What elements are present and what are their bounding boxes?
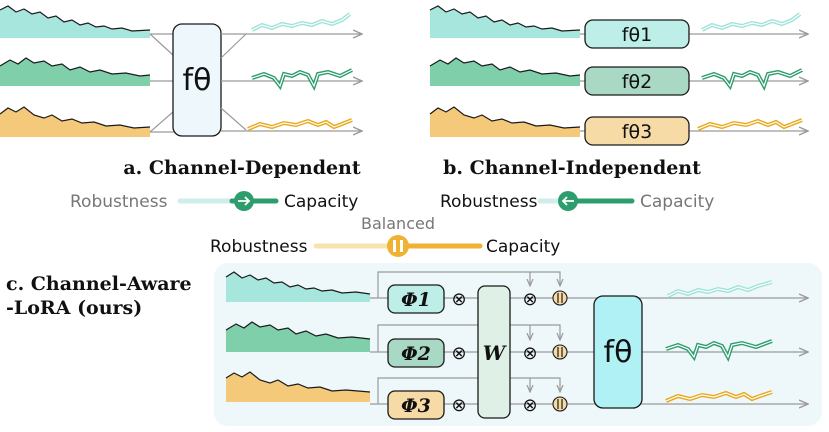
otimes-3a: ⊗ [451,395,466,416]
arrow-left-icon [561,196,574,206]
slider-a-left-label: Robustness [70,192,168,212]
phi-box-1 [387,284,445,314]
phi-label-2: Φ2 [401,343,431,365]
merge-icon [552,290,568,306]
input-channel-3 [225,371,371,402]
otimes-1a: ⊗ [451,289,466,310]
slider-c-left-label: Robustness [210,237,308,257]
phi-label-3: Φ3 [401,395,431,417]
phi-box-3 [387,390,445,420]
panel-c-background [214,263,822,426]
panel-b: fθ1 fθ2 fθ3 b. Channel-Independent [429,5,808,179]
slider-c-top-label: Balanced [361,214,435,233]
forecast-1 [701,12,802,32]
input-channel-2 [0,57,178,86]
input-channel-2 [225,321,371,352]
input-channel-1 [429,5,581,38]
panel-b-title: b. Channel-Independent [443,157,701,179]
panel-a: fθ a. Channel-Dependent [0,5,362,179]
otimes-2a: ⊗ [451,343,466,364]
slider-b[interactable]: Robustness Capacity [440,191,714,212]
model-box-2 [584,66,690,96]
merge-icon [552,396,568,412]
phi-box-2 [387,338,445,368]
input-channel-3 [429,106,581,137]
model-label-1: fθ1 [622,24,652,46]
arrow-right-icon [238,196,251,206]
input-channel-1 [225,271,371,302]
shared-model-box [172,23,222,137]
pause-icon [393,240,403,252]
input-channel-1 [0,5,178,38]
otimes-1b: ⊗ [522,289,537,310]
w-label: W [483,341,508,365]
model-label-3: fθ3 [622,121,652,143]
slider-a-right-label: Capacity [284,192,358,212]
model-label-2: fθ2 [622,71,652,93]
shared-model-label: fθ [183,63,212,98]
panel-c: c. Channel-Aware -LoRA (ours) Φ1 [6,263,822,426]
merge-icon [552,344,568,360]
forecast-1 [251,12,352,32]
panel-c-title-line2: -LoRA (ours) [6,297,142,319]
slider-a[interactable]: Robustness Capacity [70,191,358,212]
input-channel-3 [0,106,178,137]
panel-c-title-line1: c. Channel-Aware [6,273,192,295]
phi-label-1: Φ1 [401,289,431,311]
shared-model-label: fθ [604,335,633,370]
shared-model-box [593,295,643,409]
model-box-1 [584,19,690,49]
slider-c[interactable]: Balanced Robustness Capacity [210,214,560,257]
model-box-3 [584,116,690,146]
w-box [477,285,511,419]
slider-b-left-label: Robustness [440,192,538,212]
input-channel-2 [429,57,581,86]
otimes-2b: ⊗ [522,343,537,364]
panel-a-title: a. Channel-Dependent [123,157,361,179]
slider-c-right-label: Capacity [486,237,560,257]
slider-b-right-label: Capacity [640,192,714,212]
slider-c-knob[interactable] [387,235,409,257]
otimes-3b: ⊗ [522,395,537,416]
